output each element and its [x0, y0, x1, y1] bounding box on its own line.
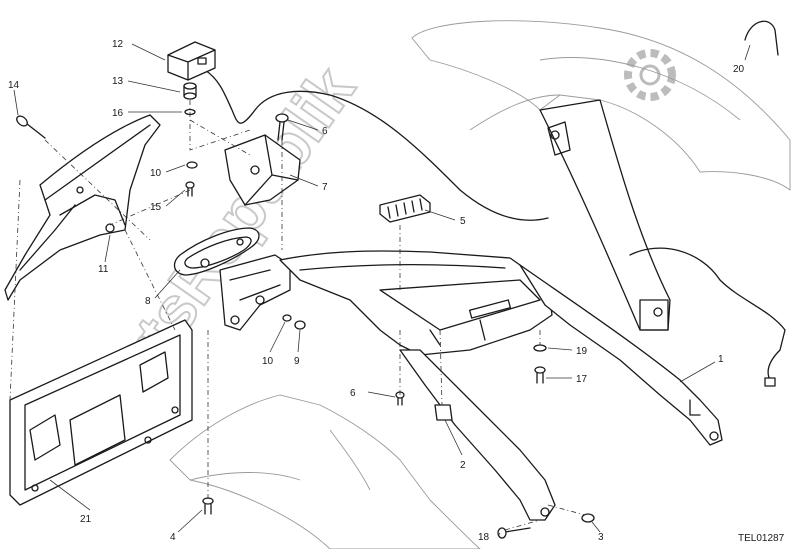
callout-3: 3 [598, 532, 604, 543]
callout-21: 21 [80, 514, 92, 525]
spacer-19 [533, 344, 547, 352]
gear-logo-icon [624, 49, 676, 101]
callout-7: 7 [322, 182, 328, 193]
undertray-ghost [169, 394, 481, 549]
plate-mount-bracket [219, 254, 306, 331]
callout-20: 20 [733, 64, 745, 75]
bracket-7 [224, 134, 301, 206]
callout-13: 13 [112, 76, 124, 87]
callout-11: 11 [98, 264, 109, 275]
rear-subframe-1 [279, 250, 723, 521]
diagram-code: TEL01287 [738, 533, 785, 544]
cable-20 [744, 20, 779, 56]
washer-10-top [186, 161, 198, 169]
callouts: 12 13 16 14 10 15 11 6 7 8 10 9 5 6 2 19… [8, 39, 745, 543]
plate-support-11 [4, 114, 161, 301]
leader-lines [13, 43, 751, 537]
license-plate-holder-21 [9, 319, 193, 506]
rubber-pad-5 [379, 194, 431, 223]
callout-2: 2 [460, 460, 466, 471]
callout-6b: 6 [350, 388, 356, 399]
wiring [204, 20, 786, 387]
nut-3 [581, 513, 595, 523]
screw-15 [185, 181, 195, 197]
rear-seat-ghost [411, 20, 791, 331]
assembly-lines [9, 100, 586, 531]
callout-12: 12 [112, 39, 124, 50]
callout-10b: 10 [262, 356, 274, 367]
callout-19: 19 [576, 346, 588, 357]
callout-4: 4 [170, 532, 176, 543]
callout-8: 8 [145, 296, 151, 307]
callout-1: 1 [718, 354, 724, 365]
screw-17 [534, 366, 546, 384]
callout-15: 15 [150, 202, 162, 213]
clip-nut-2 [434, 404, 453, 421]
screw-18 [497, 527, 531, 539]
callout-10a: 10 [150, 168, 162, 179]
callout-5: 5 [460, 216, 466, 227]
callout-16: 16 [112, 108, 124, 119]
callout-6a: 6 [322, 126, 328, 137]
screw-6-top [275, 113, 289, 141]
callout-17: 17 [576, 374, 588, 385]
callout-9: 9 [294, 356, 300, 367]
reflector-8 [173, 227, 260, 276]
grommet-13 [183, 82, 197, 100]
screw-14 [16, 115, 46, 139]
callout-18: 18 [478, 532, 490, 543]
license-light-12 [167, 41, 216, 81]
callout-14: 14 [8, 80, 20, 91]
screw-4 [202, 497, 214, 515]
